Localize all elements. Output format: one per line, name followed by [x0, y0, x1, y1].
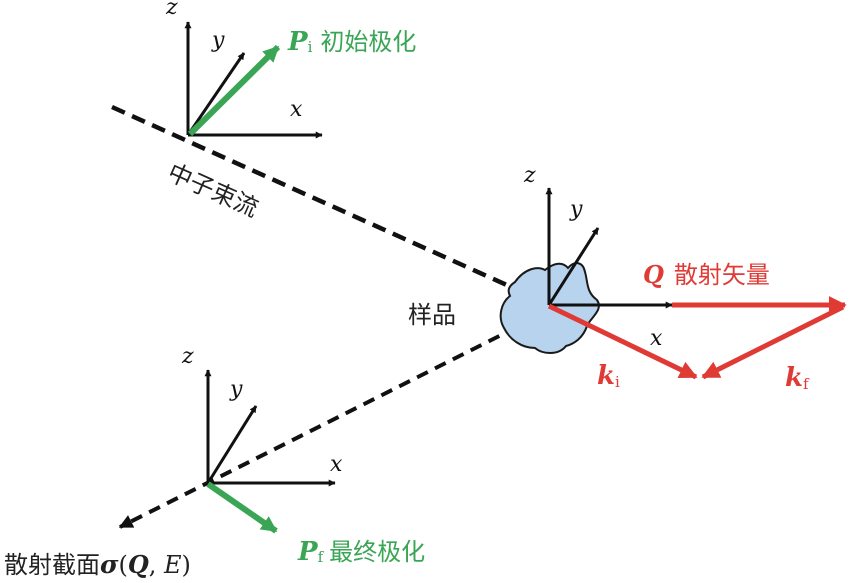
- sample-y-axis: [547, 227, 600, 306]
- cross-section-text: 散射截面: [4, 551, 100, 579]
- cross-section-close: ): [182, 551, 191, 579]
- scattered-x-label: x: [330, 452, 343, 477]
- incident-frame: z y x: [165, 0, 323, 139]
- ki-symbol: k: [597, 361, 615, 391]
- final-polarization-arrow: [206, 481, 278, 534]
- pi-subscript: i: [308, 38, 313, 56]
- pf-symbol: P: [297, 537, 319, 567]
- kf-vector: [701, 304, 845, 380]
- incident-y-label: y: [211, 28, 225, 53]
- scattered-z-label: z: [181, 344, 194, 369]
- initial-polarization-arrow: [187, 44, 281, 137]
- sample-z-label: z: [523, 163, 536, 188]
- ki-subscript: i: [615, 373, 620, 391]
- q-symbol: Q: [643, 260, 664, 289]
- kf-label: kf: [785, 363, 810, 393]
- cross-section-open: (: [118, 551, 127, 579]
- cross-section-label: 散射截面σ(Q, E): [4, 550, 191, 579]
- incident-beam-line: [111, 104, 541, 303]
- incident-x-label: x: [290, 97, 303, 122]
- q-text: 散射矢量: [674, 261, 770, 289]
- initial-polarization-label: Pi 初始极化: [287, 27, 416, 57]
- sample-frame: z y x: [523, 163, 673, 351]
- kf-symbol: k: [785, 363, 803, 393]
- pi-symbol: P: [287, 27, 309, 57]
- scattered-frame: z y x: [181, 344, 343, 534]
- ki-vector: [547, 303, 698, 380]
- cross-section-sep: ,: [149, 551, 164, 579]
- scattered-beam-line: [118, 316, 536, 529]
- scattered-y-label: y: [229, 377, 243, 402]
- sample-label: 样品: [408, 301, 456, 329]
- cross-section-q: Q: [128, 550, 149, 579]
- pf-subscript: f: [318, 548, 325, 566]
- ki-label: ki: [597, 361, 620, 391]
- incident-beam-label: 中子束流: [163, 158, 262, 223]
- pf-text: 最终极化: [329, 538, 425, 566]
- scattered-y-axis: [206, 405, 258, 484]
- sample-x-label: x: [650, 326, 663, 351]
- pi-text: 初始极化: [320, 28, 416, 56]
- cross-section-e: E: [163, 551, 182, 579]
- incident-y-axis: [186, 52, 246, 136]
- cross-section-sigma: σ: [100, 550, 119, 579]
- scattering-vector-label: Q 散射矢量: [643, 260, 770, 289]
- kf-subscript: f: [803, 375, 810, 393]
- sample-y-label: y: [569, 197, 583, 222]
- incident-z-label: z: [165, 0, 178, 20]
